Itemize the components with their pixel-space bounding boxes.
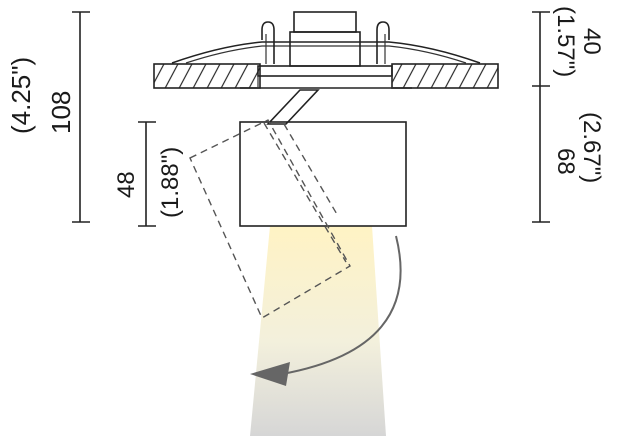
dim-lower-inches: (2.67") [578, 112, 605, 183]
dim-body-inches: (1.88") [157, 147, 184, 218]
dim-line-body [138, 121, 156, 227]
tilt-arrow [250, 235, 402, 386]
driver-housing [289, 11, 361, 67]
dim-recess-inches: (1.57") [552, 6, 579, 77]
dim-body-value: 48 [113, 171, 140, 198]
dim-recess-value: 40 [578, 28, 605, 55]
dim-total-value: 108 [46, 91, 76, 134]
lamp-body [239, 121, 407, 227]
tilted-lamp-outline [189, 119, 351, 320]
swivel-arm [266, 89, 320, 125]
dim-lower-value: 68 [552, 148, 579, 175]
dim-total-inches: (4.25") [6, 57, 36, 134]
spring-clip-left [261, 21, 275, 64]
dim-line-right [532, 11, 550, 223]
light-beam [250, 226, 386, 436]
ceiling-left [153, 63, 261, 89]
ceiling-right [391, 63, 499, 89]
dim-line-total [72, 11, 90, 223]
spring-clip-right [376, 21, 390, 64]
